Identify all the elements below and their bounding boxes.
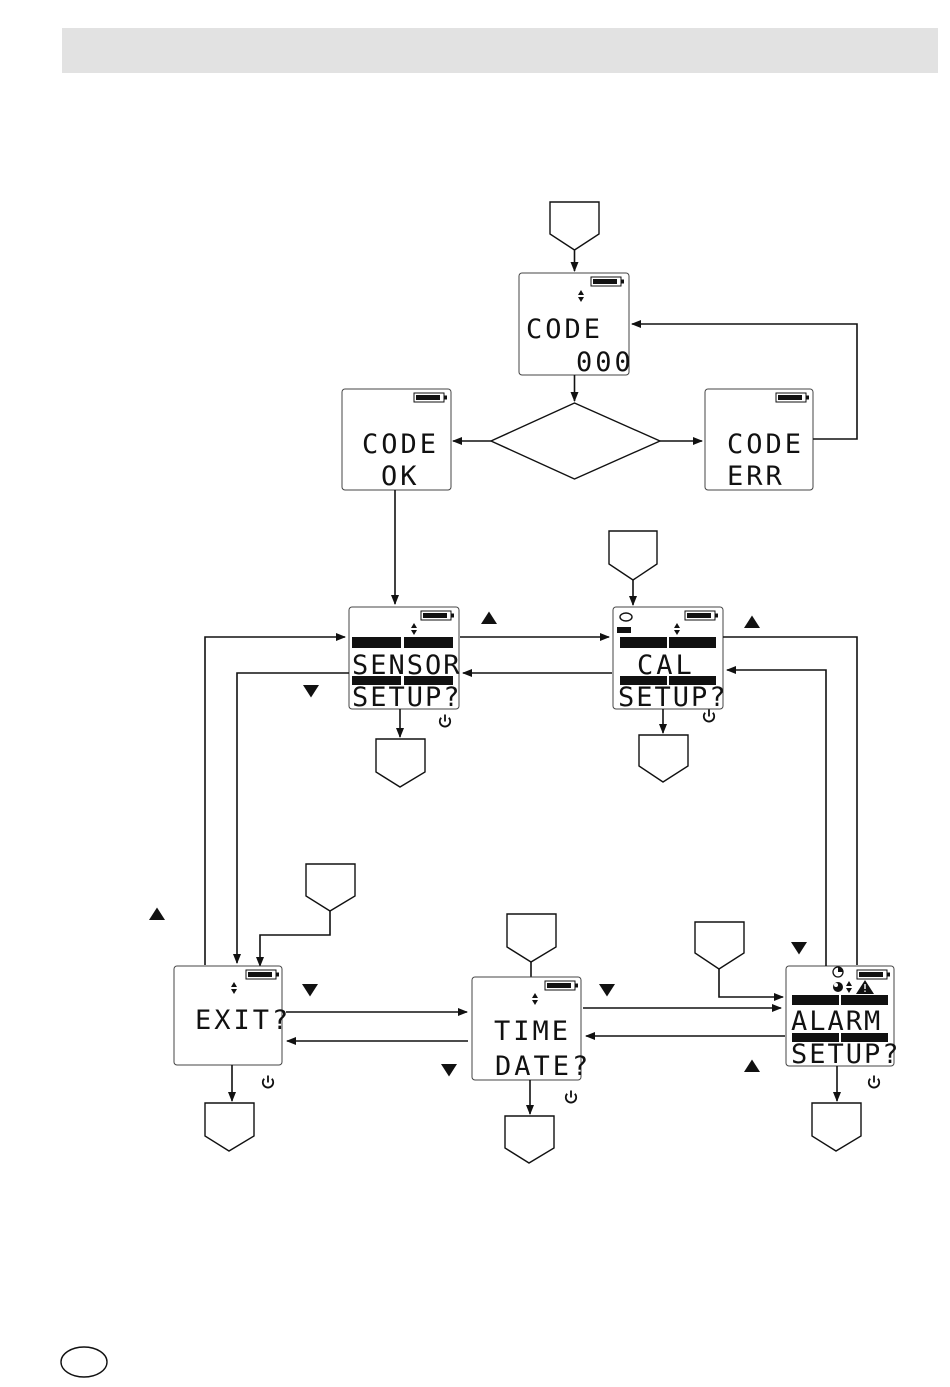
entry-connector-time (507, 914, 556, 962)
power-icon (566, 1091, 576, 1103)
power-icon (263, 1076, 273, 1088)
exit-line1: EXIT? (195, 1005, 291, 1036)
exit-connector-sensor (376, 739, 425, 787)
code-ok-line2: OK (381, 461, 420, 492)
exit-connector-time (505, 1116, 554, 1163)
exit-connector-alarm (812, 1103, 861, 1151)
entry-connector-exit (306, 864, 355, 911)
entry-connector-cal (609, 531, 657, 580)
down-triangle-icon (791, 942, 807, 955)
power-icon (869, 1076, 879, 1088)
down-triangle-icon (302, 984, 318, 997)
battery-icon (685, 611, 718, 620)
code-entry-screen: CODE 000 (519, 273, 634, 378)
code-entry-line1: CODE (526, 314, 603, 345)
up-triangle-icon (744, 1060, 760, 1073)
exit-connector-exit (205, 1103, 254, 1151)
time-date-line1: TIME (494, 1016, 571, 1047)
battery-icon (421, 611, 454, 620)
up-triangle-icon (149, 908, 165, 921)
entry-connector-top (550, 202, 599, 250)
alarm-status-icon (833, 982, 843, 992)
cal-setup-line2: SETUP? (618, 682, 728, 713)
time-date-line2: DATE? (495, 1051, 591, 1082)
down-triangle-icon (599, 984, 615, 997)
battery-icon (246, 970, 279, 979)
code-ok-line1: CODE (362, 429, 439, 460)
battery-icon (414, 393, 447, 402)
entry-connector-alarm (695, 922, 744, 969)
code-check-decision (491, 403, 660, 479)
code-ok-screen: CODE OK (342, 389, 451, 492)
up-triangle-icon (481, 612, 497, 625)
alarm-setup-screen: ALARM SETUP? (786, 966, 901, 1070)
cal-setup-screen: CAL SETUP? (613, 607, 728, 713)
exit-connector-cal (639, 735, 688, 782)
code-err-screen: CODE ERR (705, 389, 813, 492)
code-entry-line2: 000 (576, 347, 634, 378)
alarm-setup-line2: SETUP? (791, 1039, 901, 1070)
battery-icon (776, 393, 809, 402)
power-icon (440, 715, 450, 727)
clock-icon (833, 967, 843, 977)
battery-icon (545, 981, 578, 990)
alarm-setup-line1: ALARM (791, 1006, 882, 1037)
battery-icon (591, 277, 624, 286)
sensor-setup-screen: SENSOR SETUP? (349, 607, 462, 713)
exit-screen: EXIT? (174, 966, 291, 1065)
time-date-screen: TIME DATE? (472, 977, 591, 1082)
circle-badge-icon (61, 1347, 107, 1377)
down-triangle-icon (441, 1064, 457, 1077)
sensor-setup-line2: SETUP? (352, 682, 462, 713)
up-triangle-icon (744, 616, 760, 629)
battery-icon (857, 970, 890, 979)
code-err-line2: ERR (727, 461, 785, 492)
code-err-line1: CODE (727, 429, 804, 460)
down-triangle-icon (303, 685, 319, 698)
